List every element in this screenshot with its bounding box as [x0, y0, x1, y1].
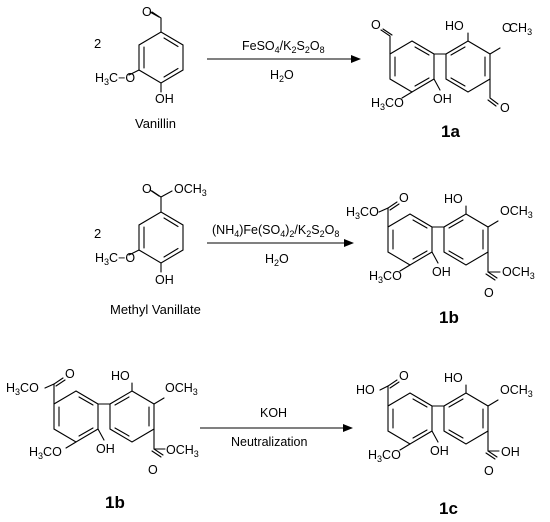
svg-text:HO: HO: [445, 19, 464, 33]
svg-text:OCH3: OCH3: [165, 381, 198, 397]
svg-text:O: O: [484, 286, 494, 300]
reagent-bottom-3: Neutralization: [231, 435, 307, 449]
svg-text:OH: OH: [430, 444, 449, 458]
vanillin-structure: O H3C−O OH: [95, 5, 184, 106]
product-label-1b: 1b: [439, 308, 459, 327]
svg-text:OH: OH: [433, 92, 452, 106]
svg-text:O: O: [399, 191, 409, 205]
reagent-bottom-1: H2O: [270, 68, 294, 84]
reagent-top-3: KOH: [260, 406, 287, 420]
reaction-2: 2 O OCH3 H3C−O OH Methyl Vanillate (NH4)…: [94, 182, 535, 327]
svg-text:CH3: CH3: [509, 21, 532, 37]
coefficient-2: 2: [94, 226, 101, 241]
svg-text:HO: HO: [444, 192, 463, 206]
svg-text:H3CO: H3CO: [371, 96, 404, 112]
svg-text:OH: OH: [432, 265, 451, 279]
svg-text:O: O: [484, 464, 494, 478]
coefficient-1: 2: [94, 36, 101, 51]
svg-text:H3CO: H3CO: [29, 445, 62, 461]
svg-text:O: O: [500, 101, 510, 115]
svg-text:H3CO: H3CO: [346, 205, 379, 221]
svg-text:OCH3: OCH3: [502, 265, 535, 281]
svg-text:O: O: [399, 369, 409, 383]
svg-text:H3C−O: H3C−O: [95, 251, 135, 267]
reagent-top-2: (NH4)Fe(SO4)2/K2S2O8: [212, 223, 339, 239]
product-label-1a: 1a: [441, 122, 460, 141]
svg-text:OCH3: OCH3: [166, 443, 199, 459]
svg-text:OCH3: OCH3: [500, 204, 533, 220]
reactant-label-1: Vanillin: [135, 116, 176, 131]
reaction-1: 2 O H3C−O OH Vanillin FeSO4/K2S2O8 H2O O: [94, 5, 532, 141]
reaction-3: O H3CO H3CO OH HO OCH3 O OCH3 1b KOH Neu…: [6, 367, 533, 518]
reactant-label-1b: 1b: [105, 493, 125, 512]
svg-text:H3CO: H3CO: [6, 381, 39, 397]
reagent-bottom-2: H2O: [265, 252, 289, 268]
svg-text:OCH3: OCH3: [500, 383, 533, 399]
svg-text:HO: HO: [444, 371, 463, 385]
svg-text:OH: OH: [155, 92, 174, 106]
svg-text:O: O: [65, 367, 75, 381]
product-label-1c: 1c: [439, 499, 458, 518]
reagent-top-1: FeSO4/K2S2O8: [242, 39, 325, 55]
svg-text:OCH3: OCH3: [174, 182, 207, 198]
product-1b-structure: O H3CO H3CO OH HO OCH3 O OCH3: [346, 191, 535, 300]
svg-text:O: O: [371, 18, 381, 32]
reactant-1b-structure: O H3CO H3CO OH HO OCH3 O OCH3: [6, 367, 199, 477]
svg-text:OH: OH: [155, 273, 174, 287]
methyl-vanillate-structure: O OCH3 H3C−O OH: [95, 182, 207, 287]
product-1a-structure: O H3CO OH HO O CH3 O: [371, 18, 532, 115]
svg-text:O: O: [502, 21, 512, 35]
svg-text:H3CO: H3CO: [368, 448, 401, 464]
svg-text:O: O: [142, 5, 152, 19]
svg-text:OH: OH: [501, 445, 520, 459]
svg-text:O: O: [148, 463, 158, 477]
svg-text:HO: HO: [356, 383, 375, 397]
product-1c-structure: O HO H3CO OH HO OCH3 O OH: [356, 369, 533, 478]
svg-text:H3CO: H3CO: [369, 269, 402, 285]
svg-text:H3C−O: H3C−O: [95, 71, 135, 87]
reactant-label-2: Methyl Vanillate: [110, 302, 201, 317]
svg-text:O: O: [142, 182, 152, 196]
svg-text:HO: HO: [111, 369, 130, 383]
svg-text:OH: OH: [96, 442, 115, 456]
